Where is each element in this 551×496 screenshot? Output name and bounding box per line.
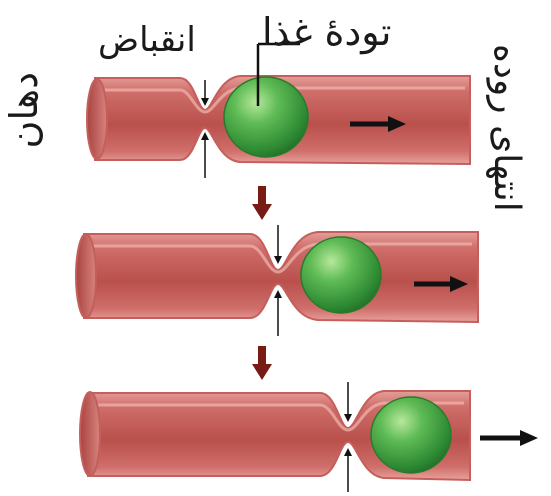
mouth-label: دهان — [2, 72, 46, 148]
food-bolus — [371, 397, 451, 473]
stage-3 — [80, 382, 538, 492]
stage-2 — [76, 225, 478, 336]
tube-opening — [76, 234, 96, 318]
tube-opening — [80, 392, 100, 476]
stage-1 — [87, 44, 470, 178]
step-arrow-2 — [252, 346, 272, 380]
constriction-label: انقباض — [98, 20, 196, 60]
step-arrow-1 — [252, 186, 272, 220]
tube-opening — [87, 79, 107, 159]
food-bolus — [301, 237, 381, 313]
food-bolus — [224, 77, 308, 157]
flow-arrow — [480, 430, 538, 446]
food-bolus-label: تودۀ غذا — [262, 10, 392, 54]
intestine-end-label: انتهای روده — [486, 44, 527, 212]
